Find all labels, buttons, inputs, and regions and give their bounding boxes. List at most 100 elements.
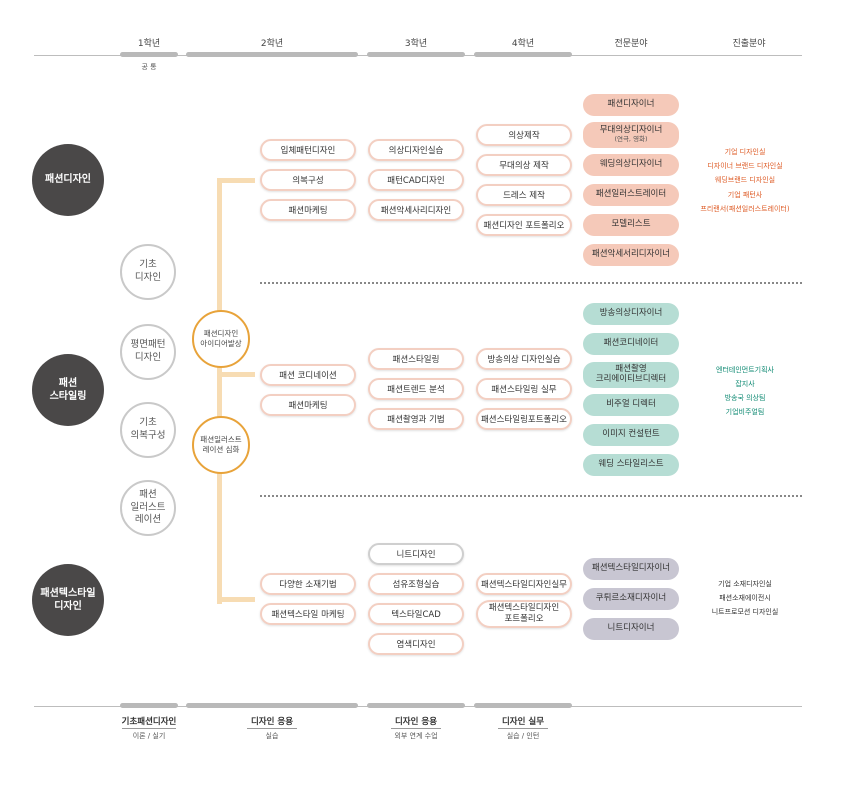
job-label: 패션코디네이터 (603, 338, 659, 349)
career-design-5: 프리랜서(패션일러스트레이터) (700, 205, 790, 213)
course-trend-analysis: 패션트렌드 분석 (368, 378, 464, 400)
job-label: 이미지 컨설턴트 (602, 429, 660, 440)
course-textile-marketing: 패션텍스타일 마케팅 (260, 603, 356, 625)
job-stage-costume-designer: 무대의상디자이너(연극, 영화) (583, 122, 679, 148)
career-styling-2: 잡지사 (735, 380, 755, 388)
header-specialty: 전문분야 (614, 39, 648, 49)
course-dress-making: 드레스 제작 (476, 184, 572, 206)
job-label: 웨딩 스타일리스트 (598, 459, 664, 470)
job-couture-material-designer: 쿠튀르소재디자이너 (583, 588, 679, 610)
basic-course-illustration: 패션 일러스트 레이션 (120, 480, 176, 536)
job-image-consultant: 이미지 컨설턴트 (583, 424, 679, 446)
footer-underline-2 (247, 728, 297, 729)
job-fashion-designer: 패션디자이너 (583, 94, 679, 116)
header-year4: 4학년 (511, 39, 535, 49)
footer-stage-3-sub: 외부 연계 수업 (394, 732, 438, 740)
course-photography: 패션촬영과 기법 (368, 408, 464, 430)
job-label: 패션텍스타일디자이너 (591, 563, 671, 574)
course-accessory-design: 패션악세사리디자인 (368, 199, 464, 221)
career-textile-1: 기업 소재디자인실 (718, 580, 772, 588)
job-label: 패션촬영 (615, 364, 647, 375)
header-year1-sub: 공 통 (141, 63, 157, 71)
footer-bar-year1 (120, 703, 178, 708)
basic-course-design: 기초 디자인 (120, 244, 176, 300)
header-year3: 3학년 (404, 39, 428, 49)
career-design-4: 기업 패턴사 (727, 191, 763, 199)
header-bar-year3 (367, 52, 465, 57)
job-accessory-designer: 패션악세서리디자이너 (583, 244, 679, 266)
job-label: 방송의상디자이너 (599, 308, 663, 319)
track-fashion-design: 패션디자인 (32, 144, 104, 216)
basic-course-pattern: 평면패턴 디자인 (120, 324, 176, 380)
connector-branch-design (217, 178, 255, 183)
course-fiber-art: 섬유조형실습 (368, 573, 464, 595)
header-bar-year1 (120, 52, 178, 57)
job-label: 모델리스트 (611, 219, 651, 230)
job-label: 패션디자이너 (607, 99, 655, 110)
footer-stage-4-sub: 실습 / 인턴 (506, 732, 540, 740)
footer-stage-1-sub: 이론 / 실기 (132, 732, 166, 740)
course-styling-marketing: 패션마케팅 (260, 394, 356, 416)
footer-bar-year2 (186, 703, 358, 708)
course-label: 포트폴리오 (504, 614, 544, 624)
job-label: 크리에이티브디렉터 (595, 374, 667, 384)
basic-course-construction: 기초 의복구성 (120, 402, 176, 458)
job-wedding-designer: 웨딩의상디자이너 (583, 154, 679, 176)
job-broadcast-costume-designer: 방송의상디자이너 (583, 303, 679, 325)
header-bar-year4 (474, 52, 572, 57)
course-garment-construction: 의복구성 (260, 169, 356, 191)
job-note: (연극, 영화) (614, 135, 648, 144)
connector-branch-textile (217, 597, 255, 602)
career-textile-3: 니트프로모션 디자인실 (711, 608, 779, 616)
footer-underline-3 (391, 728, 441, 729)
career-design-3: 웨딩브랜드 디자인실 (714, 176, 776, 184)
course-label: 패션텍스타일디자인 (488, 603, 560, 614)
course-fashion-marketing: 패션마케팅 (260, 199, 356, 221)
header-year2: 2학년 (260, 39, 284, 49)
connector-spine (217, 178, 222, 604)
job-label: 무대의상디자이너 (599, 125, 663, 136)
job-label: 패션악세서리디자이너 (591, 249, 671, 260)
job-fashion-illustrator: 패션일러스트레이터 (583, 184, 679, 206)
track-fashion-textile: 패션텍스타일 디자인 (32, 564, 104, 636)
course-styling-practice: 패션스타일링 실무 (476, 378, 572, 400)
footer-stage-1: 기초패션디자인 (121, 717, 177, 727)
header-career: 진출분야 (732, 39, 766, 49)
course-coordination: 패션 코디네이션 (260, 364, 356, 386)
footer-stage-2-sub: 실습 (265, 732, 279, 740)
career-textile-2: 패션소재에이전시 (719, 594, 771, 602)
job-label: 비주얼 디렉터 (606, 399, 656, 410)
header-year1: 1학년 (137, 39, 161, 49)
connector-branch-styling (217, 372, 255, 377)
job-modelist: 모델리스트 (583, 214, 679, 236)
idea-course-concept: 패션디자인 아이디어발상 (192, 310, 250, 368)
idea-course-illustration: 패션일러스트 레이션 심화 (192, 416, 250, 474)
footer-bar-year3 (367, 703, 465, 708)
track-fashion-styling: 패션 스타일링 (32, 354, 104, 426)
footer-bar-year4 (474, 703, 572, 708)
course-material-techniques: 다양한 소재기법 (260, 573, 356, 595)
job-label: 쿠튀르소재디자이너 (595, 593, 667, 604)
footer-stage-4: 디자인 실무 (501, 717, 545, 727)
footer-underline-4 (498, 728, 548, 729)
course-fashion-styling: 패션스타일링 (368, 348, 464, 370)
job-knit-designer: 니트디자이너 (583, 618, 679, 640)
course-styling-portfolio: 패션스타일링포트폴리오 (476, 408, 572, 430)
career-design-1: 기업 디자인실 (724, 148, 766, 156)
job-textile-designer: 패션텍스타일디자이너 (583, 558, 679, 580)
course-broadcast-costume: 방송의상 디자인실습 (476, 348, 572, 370)
job-visual-director: 비주얼 디렉터 (583, 394, 679, 416)
job-label: 패션일러스트레이터 (595, 189, 667, 200)
career-styling-3: 방송국 의상팀 (724, 394, 766, 402)
section-divider-1 (260, 282, 802, 284)
footer-stage-2: 디자인 응용 (250, 717, 294, 727)
course-stage-costume: 무대의상 제작 (476, 154, 572, 176)
career-styling-1: 엔터테인먼트기획사 (716, 366, 774, 374)
course-knit-design: 니트디자인 (368, 543, 464, 565)
footer-stage-3: 디자인 응용 (394, 717, 438, 727)
course-dyeing-design: 염색디자인 (368, 633, 464, 655)
job-label: 니트디자이너 (607, 623, 655, 634)
header-bar-year2 (186, 52, 358, 57)
